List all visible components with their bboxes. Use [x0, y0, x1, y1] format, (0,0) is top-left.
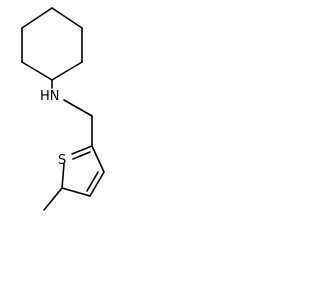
n-ch2-bond: [63, 99, 93, 117]
ring-bond: [61, 163, 65, 189]
ring-bond: [89, 171, 105, 197]
cyclohexane-ring: [21, 7, 83, 81]
sulfur-label: S: [58, 153, 66, 168]
thiophene-ring: [61, 145, 105, 197]
ring-bond: [91, 145, 105, 173]
ring-bond: [71, 145, 93, 155]
ring-double-bond: [86, 171, 99, 192]
ring-bond: [21, 61, 53, 81]
ring-bond: [51, 61, 83, 81]
nitrogen-label: HN: [40, 89, 60, 104]
ring-double-bond: [72, 151, 91, 160]
ring-bond: [21, 7, 53, 29]
ring-bond: [61, 187, 91, 197]
methyl-bond: [43, 187, 63, 211]
ring-bond: [51, 7, 83, 29]
molecule-structure: HN S: [21, 7, 105, 211]
